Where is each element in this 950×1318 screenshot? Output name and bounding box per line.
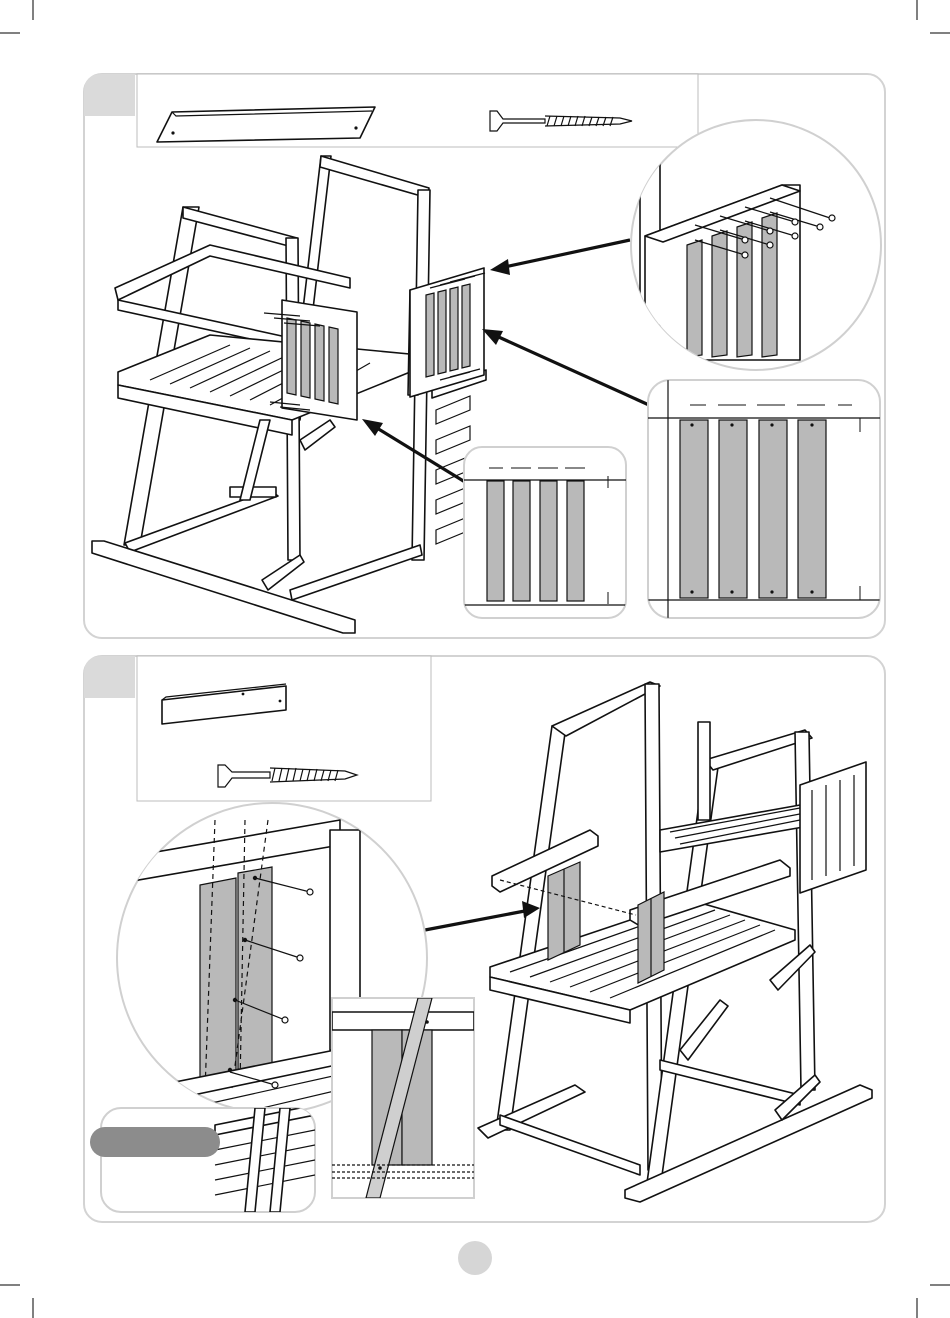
step-number-tab <box>84 74 135 116</box>
parts-box <box>137 656 431 801</box>
plank-part-icon <box>157 107 375 142</box>
info-badge <box>90 1127 220 1157</box>
step-panel-a <box>84 74 885 638</box>
page-number-dot <box>458 1241 492 1275</box>
diagonal-detail <box>332 998 474 1198</box>
spacing-detail-small <box>464 447 626 618</box>
step-number-tab <box>84 656 135 698</box>
parts-box <box>137 74 698 147</box>
inset-view <box>90 1105 315 1212</box>
spacing-detail-large <box>648 380 880 618</box>
step-panel-b <box>84 656 885 1222</box>
backrest-planks-right <box>410 268 485 397</box>
